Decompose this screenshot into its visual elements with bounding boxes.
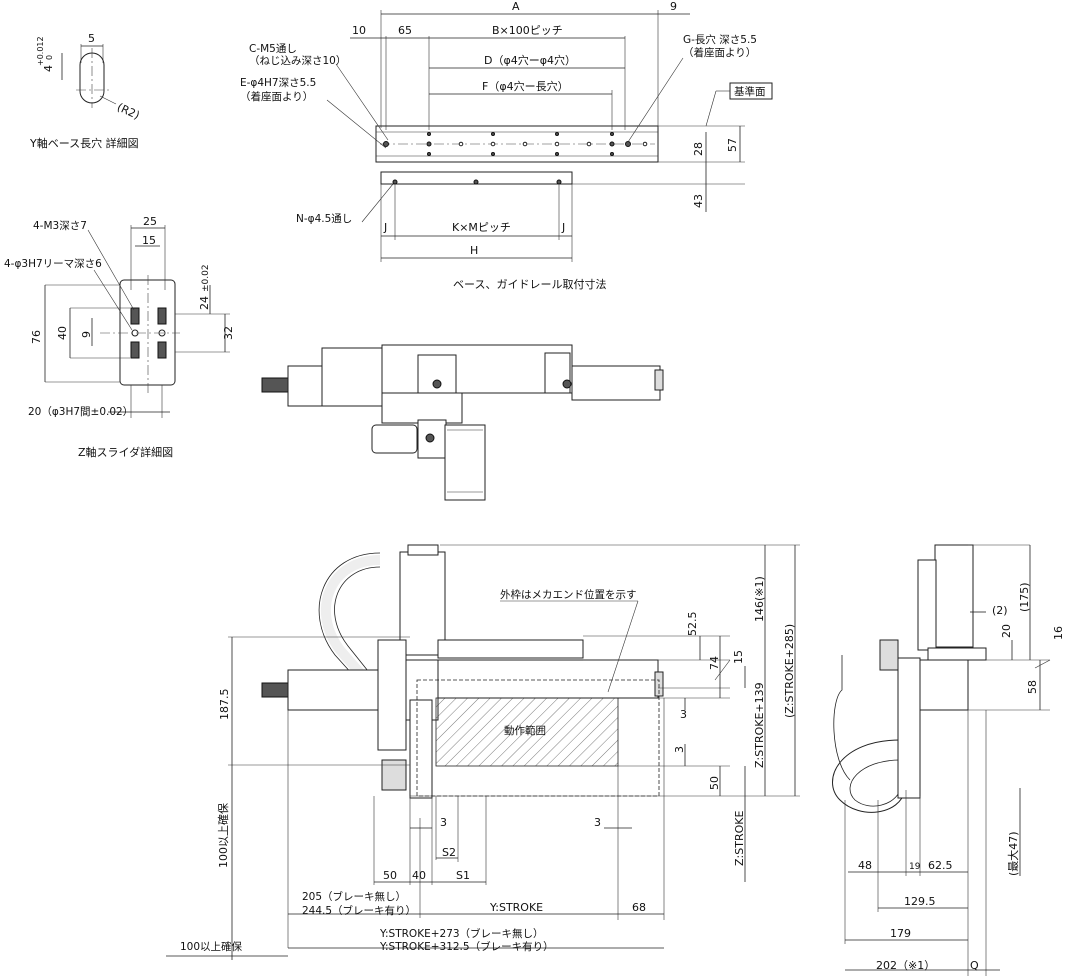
side-dim-202: 202（※1）: [876, 959, 935, 972]
side-dim-62-5: 62.5: [928, 859, 953, 872]
dim-3a: 3: [680, 708, 687, 721]
dim-50: 50: [383, 869, 397, 882]
z-dim-32: 32: [222, 326, 235, 340]
dim-50-right: 50: [708, 776, 721, 790]
motion-range-area: [435, 697, 619, 767]
label-N: N-φ4.5通し: [296, 213, 352, 225]
label-C1: C-M5通し: [249, 43, 297, 55]
y-slot-detail: 5 4 +0.012 0 (R2) Y軸ベース長穴 詳細図: [29, 32, 142, 150]
dim-S2: S2: [442, 846, 456, 859]
side-dim-58: 58: [1026, 680, 1039, 694]
dim-146: 146(※1): [753, 576, 766, 622]
y-slot-radius: (R2): [115, 101, 142, 123]
side-dim-20: 20: [1000, 624, 1013, 638]
z-dim-76: 76: [30, 330, 43, 344]
base-view-caption: ベース、ガイドレール取付寸法: [453, 277, 606, 291]
mech-end-note: 外枠はメカエンド位置を示す: [500, 588, 637, 601]
dim-D: D（φ4穴ーφ4穴）: [484, 53, 576, 67]
dim-10: 10: [352, 24, 366, 37]
z-tap-label: 4-M3深さ7: [33, 220, 87, 232]
y-slot-height-dim: 4: [42, 65, 55, 72]
label-ref-plane: 基準面: [734, 85, 766, 98]
z-ream-label: 4-φ3H7リーマ深さ6: [4, 258, 102, 270]
dim-9: 9: [670, 0, 677, 13]
y-slot-tol-upper: +0.012: [36, 36, 45, 66]
z-dim-15: 15: [142, 234, 156, 247]
z-dim-40: 40: [56, 326, 69, 340]
z-dim-24-tol: ±0.02: [201, 264, 211, 292]
side-dim-179: 179: [890, 927, 911, 940]
dim-205: 205（ブレーキ無し）: [302, 890, 406, 903]
label-E2: （着座面より）: [240, 90, 313, 103]
y-slot-tol-lower: 0: [45, 55, 54, 60]
dim-52-5: 52.5: [686, 612, 699, 637]
front-view: 動作範囲 外枠はメカエンド位置を示す 52.5 74 15 3 3 50 146…: [166, 544, 800, 960]
dim-ystroke-273: Y:STROKE+273（ブレーキ無し）: [379, 927, 544, 940]
z-slider-detail: 25 15 76 40 9 24 ±0.02 32 4-M3深さ7: [4, 215, 235, 459]
dim-3d: 3: [594, 816, 601, 829]
dim-244-5: 244.5（ブレーキ有り）: [302, 904, 416, 917]
side-dim-Q: Q: [970, 959, 979, 972]
z-dim-24: 24: [198, 296, 211, 310]
label-C2: （ねじ込み深さ10）: [249, 55, 346, 67]
dim-28: 28: [692, 142, 705, 156]
z-bottom-dim: 20（φ3H7間±0.02）: [28, 406, 133, 418]
dim-ystroke-312: Y:STROKE+312.5（ブレーキ有り）: [379, 940, 554, 953]
dim-zstroke-139: Z:STROKE+139: [753, 682, 766, 768]
dim-43: 43: [692, 194, 705, 208]
side-dim-19: 19: [909, 862, 921, 872]
dim-S1: S1: [456, 869, 470, 882]
dim-zstroke: Z:STROKE: [733, 811, 746, 866]
side-view: (175) (2) 20 58 16 (最大47) 48 19 62.5 129…: [832, 544, 1065, 976]
secure-horizontal: 100以上確保: [180, 940, 243, 953]
side-dim-2: (2): [992, 604, 1008, 617]
top-assembly-view: [261, 344, 664, 501]
dim-68: 68: [632, 901, 646, 914]
z-slider-caption: Z軸スライダ詳細図: [78, 445, 173, 459]
dim-A: A: [512, 0, 520, 13]
side-dim-129-5: 129.5: [904, 895, 936, 908]
dim-zstroke-285: (Z:STROKE+285): [783, 624, 796, 718]
dim-40: 40: [412, 869, 426, 882]
side-dim-175: (175): [1018, 582, 1031, 612]
base-holes: [383, 132, 648, 156]
side-dim-16: 16: [1052, 626, 1065, 640]
dim-B: B×100ピッチ: [492, 24, 563, 37]
z-holes: [130, 307, 167, 359]
dim-15: 15: [732, 650, 745, 664]
dim-74: 74: [708, 656, 721, 670]
dim-65: 65: [398, 24, 412, 37]
motion-range-label: 動作範囲: [504, 724, 546, 737]
y-slot-width-dim: 5: [88, 32, 95, 45]
label-G1: G-長穴 深さ5.5: [683, 33, 757, 46]
dim-3c: 3: [440, 816, 447, 829]
dim-H: H: [470, 244, 478, 257]
dim-57: 57: [726, 138, 739, 152]
label-G2: （着座面より）: [683, 46, 756, 59]
dim-F: F（φ4穴ー長穴）: [482, 79, 569, 93]
label-E1: E-φ4H7深さ5.5: [240, 77, 316, 89]
dim-J-right: J: [561, 221, 565, 234]
base-view: A 9 10 65 B×100ピッチ D（φ4穴ーφ4穴） F（φ4穴ー長穴） …: [240, 0, 773, 291]
dim-J-left: J: [383, 221, 387, 234]
secure-vertical: 100以上確保: [216, 803, 230, 868]
z-dim-25: 25: [143, 215, 157, 228]
dim-187-5: 187.5: [218, 689, 231, 721]
side-dim-48: 48: [858, 859, 872, 872]
y-slot-caption: Y軸ベース長穴 詳細図: [29, 136, 139, 150]
dim-3b: 3: [673, 746, 686, 753]
dim-K: K×Mピッチ: [452, 221, 511, 234]
dim-ystroke: Y:STROKE: [489, 901, 543, 914]
z-dim-9: 9: [80, 331, 93, 338]
side-dim-max47: (最大47): [1006, 831, 1020, 876]
